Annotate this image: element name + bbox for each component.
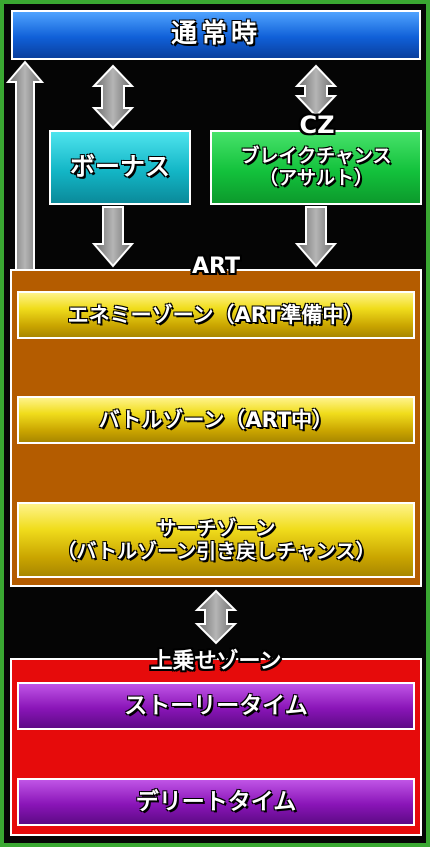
node-story-time-label: ストーリータイム xyxy=(124,692,308,719)
arrow-art-upper xyxy=(194,589,238,645)
cz-label: CZ xyxy=(299,111,335,139)
arrow-normal-bonus xyxy=(91,64,135,130)
node-delete-time: デリートタイム xyxy=(17,778,415,826)
node-bonus: ボーナス xyxy=(49,130,191,205)
arrow-bonus-art xyxy=(91,206,135,268)
node-story-time: ストーリータイム xyxy=(17,682,415,730)
node-battle-zone-label: バトルゾーン（ART中） xyxy=(98,407,334,432)
arrow-art-to-normal xyxy=(5,60,45,272)
arrow-normal-cz xyxy=(294,64,338,118)
node-bonus-label: ボーナス xyxy=(69,152,170,182)
node-search-zone: サーチゾーン （バトルゾーン引き戻しチャンス） xyxy=(17,502,415,578)
node-normal-label: 通常時 xyxy=(170,19,261,50)
arrow-cz-art xyxy=(294,206,338,268)
node-delete-time-label: デリートタイム xyxy=(135,788,297,815)
node-normal: 通常時 xyxy=(11,10,421,60)
node-cz: ブレイクチャンス （アサルト） xyxy=(210,130,422,205)
art-label: ART xyxy=(192,254,240,279)
flow-diagram: 通常時 ボーナス ブレイクチャンス （アサルト） CZ ART エネミーゾーン（… xyxy=(4,4,426,843)
node-cz-line2: （アサルト） xyxy=(258,166,373,189)
node-search-zone-line1: サーチゾーン xyxy=(156,516,276,540)
node-enemy-zone-label: エネミーゾーン（ART準備中） xyxy=(67,302,365,327)
node-cz-line1: ブレイクチャンス xyxy=(240,144,392,167)
node-enemy-zone: エネミーゾーン（ART準備中） xyxy=(17,291,415,339)
node-battle-zone: バトルゾーン（ART中） xyxy=(17,396,415,444)
node-search-zone-line2: （バトルゾーン引き戻しチャンス） xyxy=(56,539,376,563)
upper-label: 上乗せゾーン xyxy=(150,649,282,674)
